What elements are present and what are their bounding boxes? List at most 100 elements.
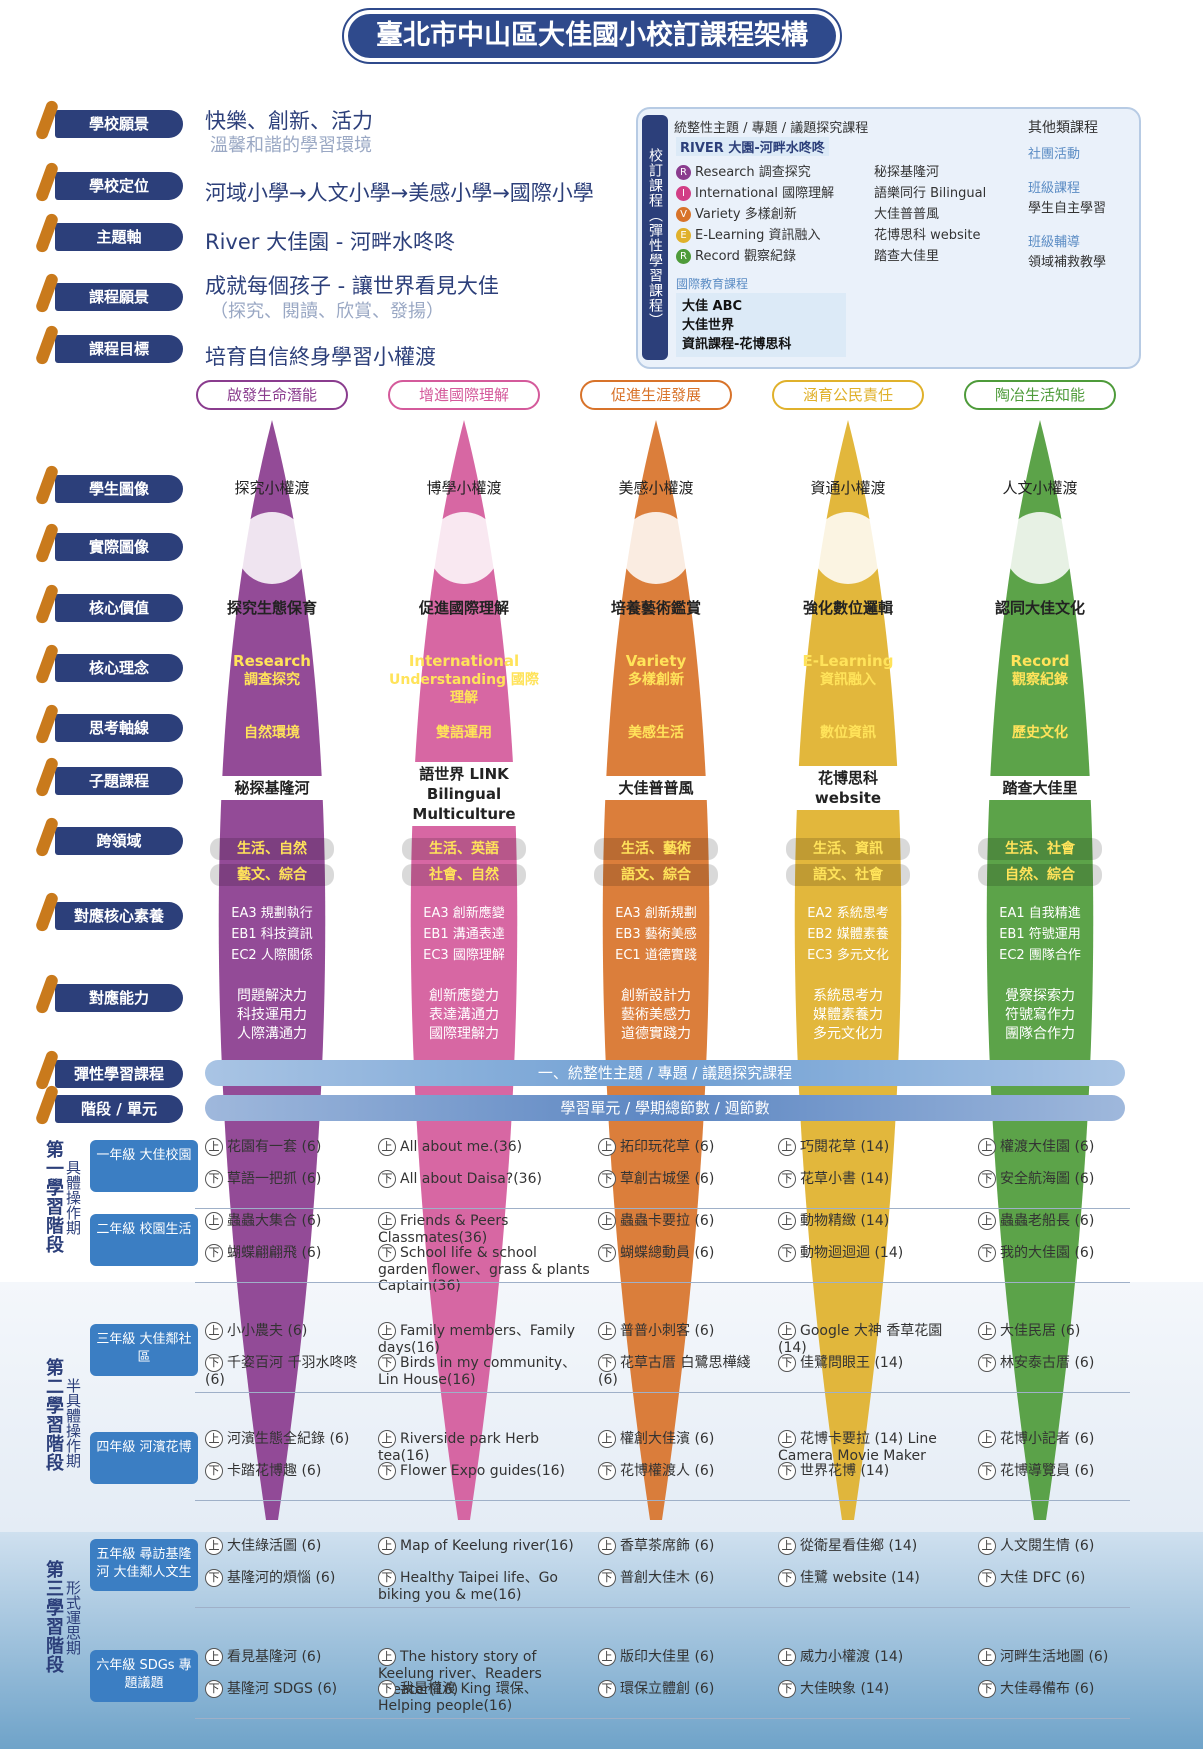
left-label-1: 學校定位: [34, 161, 183, 203]
river-letter-label: Variety 多樣創新: [695, 207, 797, 222]
term-icon: 上: [778, 1322, 796, 1340]
core-idea-2: 觀察紀錄: [1012, 672, 1068, 688]
letter-icon: V: [676, 207, 691, 222]
stage-name: 第一學習階段: [43, 1140, 64, 1254]
core-value: 培養藝術鑑賞: [610, 599, 701, 617]
term-course: 蟲蟲卡要拉 (6): [620, 1213, 715, 1229]
term-icon: 上: [205, 1322, 223, 1340]
term-icon: 上: [205, 1138, 223, 1156]
ability-2: 團隊合作力: [1005, 1026, 1075, 1042]
student-image: 資通小權渡: [810, 479, 886, 497]
student-image: 人文小權渡: [1002, 479, 1078, 497]
term-course: 蝴蝶總動員 (6): [620, 1245, 715, 1261]
river-letter-label: Record 觀察紀錄: [695, 249, 797, 264]
core-idea-2: 資訊融入: [820, 672, 876, 688]
term-cell: 上河畔生活地圖 (6): [978, 1648, 1108, 1666]
theme-text: River 大佳園 - 河畔水咚咚: [205, 230, 456, 254]
left-label-5: 學生圖像: [34, 464, 183, 506]
intl-item-0: 大佳 ABC: [682, 299, 743, 314]
term-cell: 下我的大佳園 (6): [978, 1244, 1094, 1262]
column-header: 促進生涯發展: [580, 380, 732, 410]
term-icon: 下: [598, 1569, 616, 1587]
river-letter-4: R Record 觀察紀錄: [676, 245, 796, 264]
term-icon: 下: [205, 1244, 223, 1262]
term-course: Riverside park Herb tea(16): [378, 1431, 539, 1464]
term-icon: 上: [598, 1322, 616, 1340]
river-letter-label: International 國際理解: [695, 186, 835, 201]
sub-course: 花博思科 website: [780, 766, 916, 810]
other-course-0: 社團活動: [1028, 147, 1081, 162]
sub-course: 秘探基隆河: [204, 776, 340, 800]
term-icon: 下: [598, 1354, 616, 1372]
left-label-0: 學校願景: [34, 99, 183, 141]
school-curriculum-box: 校訂課程（彈性學習課程） 統整性主題 / 專題 / 議題探究課程 RIVER 大…: [636, 107, 1141, 369]
term-cell: 下卡踏花博趣 (6): [205, 1462, 321, 1480]
term-course: 大佳映象 (14): [800, 1681, 890, 1697]
thinking-axis: 歷史文化: [1012, 725, 1068, 741]
domain-cross: 藝文、綜合: [210, 864, 334, 886]
term-cell: 上從衛星看佳鄉 (14): [778, 1537, 917, 1555]
term-course: All about Daisa?(36): [400, 1171, 542, 1187]
left-label-2: 主題軸: [34, 212, 183, 254]
term-icon: 上: [598, 1648, 616, 1666]
stage-sub: 形式運思期: [64, 1580, 82, 1655]
term-course: 千姿百河 千羽水咚咚 (6): [205, 1355, 358, 1388]
term-icon: 下: [598, 1170, 616, 1188]
ability-2: 人際溝通力: [237, 1026, 307, 1042]
term-course: 大佳民居 (6): [1000, 1323, 1081, 1339]
term-cell: 下安全航海圖 (6): [978, 1170, 1094, 1188]
term-cell: 上大佳民居 (6): [978, 1322, 1080, 1340]
other-courses-title: 其他類課程: [1028, 120, 1098, 136]
term-course: 大佳尋備布 (6): [1000, 1681, 1095, 1697]
term-icon: 下: [205, 1462, 223, 1480]
term-course: 權創大佳濱 (6): [620, 1431, 715, 1447]
grade-label: 三年級 大佳鄰社區: [90, 1324, 198, 1376]
term-course: 花博卡要拉 (14) Line Camera Movie Maker: [778, 1431, 937, 1464]
other-course-3: 班級輔導: [1028, 235, 1081, 250]
core-idea-2: Understanding 國際理解: [389, 672, 539, 706]
term-course: All about me.(36): [400, 1139, 523, 1155]
term-icon: 上: [205, 1212, 223, 1230]
core-idea-2: 調查探究: [244, 672, 300, 688]
term-icon: 下: [778, 1462, 796, 1480]
river-topic-0: 秘探基隆河: [874, 165, 940, 180]
left-label-9: 思考軸線: [34, 703, 183, 745]
student-image: 博學小權渡: [426, 479, 502, 497]
domain-main: 生活、自然: [210, 838, 334, 860]
core-value: 強化數位邏輯: [802, 599, 893, 617]
term-course: Family members、Family days(16): [378, 1323, 575, 1356]
term-cell: 上威力小權渡 (14): [778, 1648, 903, 1666]
page-title: 臺北市中山區大佳國小校訂課程架構: [342, 8, 842, 64]
term-course: The history story of Keelung river、Reade…: [378, 1649, 542, 1698]
term-course: 林安泰古厝 (6): [1000, 1355, 1095, 1371]
term-course: 蝴蝶翩翩飛 (6): [227, 1245, 322, 1261]
row-divider: [195, 1500, 1130, 1501]
term-cell: 下動物迴迴迴 (14): [778, 1244, 903, 1262]
ability-2: 國際理解力: [429, 1026, 499, 1042]
term-icon: 上: [205, 1430, 223, 1448]
letter-icon: E: [676, 228, 691, 243]
letter-icon: R: [676, 249, 691, 264]
term-course: Flower Expo guides(16): [400, 1463, 565, 1479]
term-icon: 下: [205, 1680, 223, 1698]
term-cell: 上河濱生態全紀錄 (6): [205, 1430, 349, 1448]
term-icon: 上: [378, 1648, 396, 1666]
term-icon: 下: [205, 1170, 223, 1188]
core-idea-1: International: [408, 652, 520, 670]
canoe-shape: [410, 420, 518, 1520]
core-competency-0: EA3 規劃執行: [231, 906, 313, 921]
term-cell: 下環保立體創 (6): [598, 1680, 714, 1698]
term-icon: 下: [778, 1354, 796, 1372]
term-icon: 下: [205, 1354, 223, 1372]
river-topic-3: 花博思科 website: [874, 228, 981, 243]
column-header: 陶冶生活知能: [964, 380, 1116, 410]
domain-cross: 社會、自然: [402, 864, 526, 886]
term-icon: 上: [778, 1212, 796, 1230]
row-divider: [195, 1718, 1130, 1719]
term-cell: 下千姿百河 千羽水咚咚 (6): [205, 1354, 380, 1388]
